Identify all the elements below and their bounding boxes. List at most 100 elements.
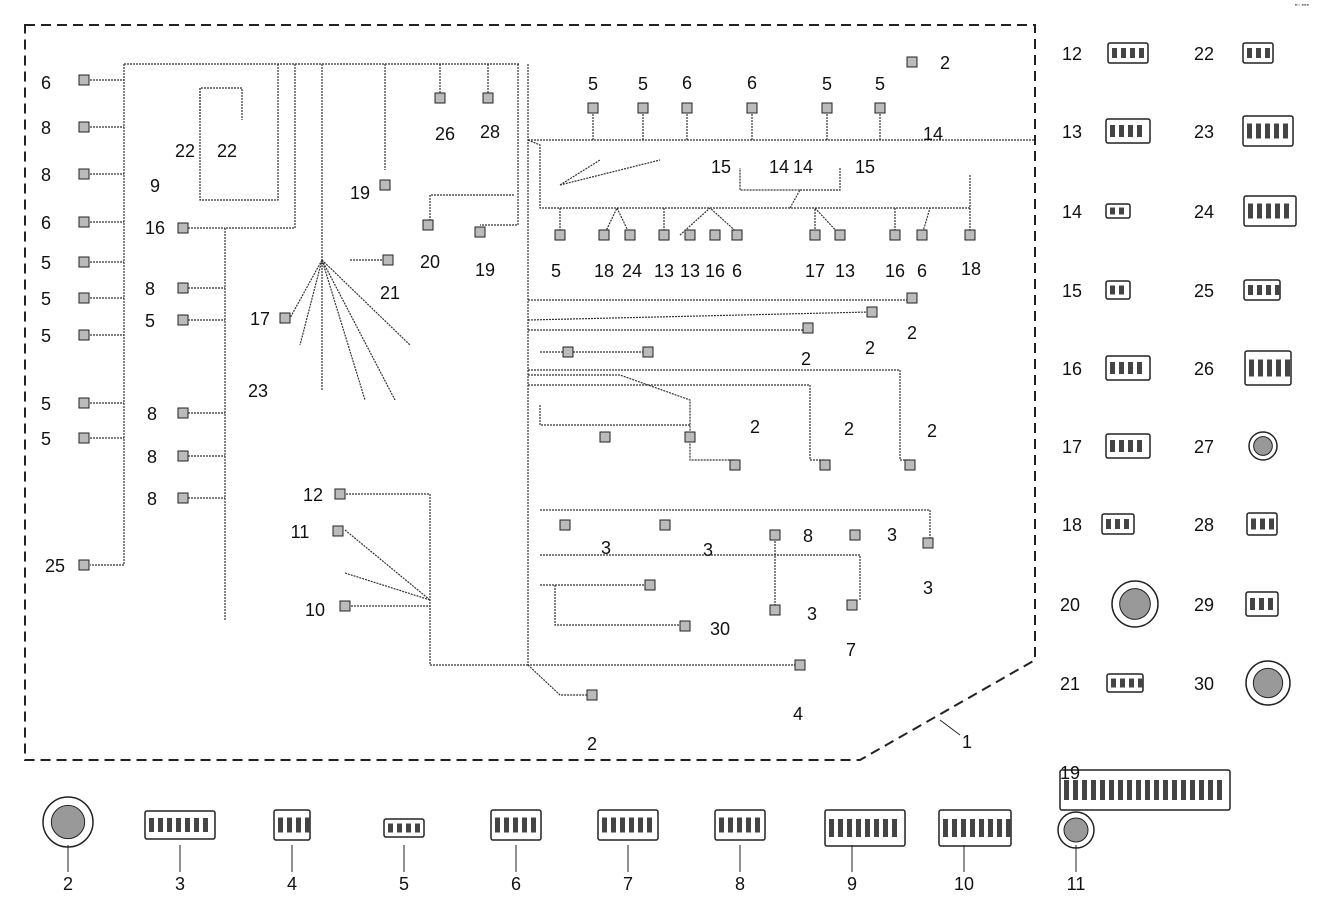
callout-parts-column-b: 25	[1194, 281, 1214, 301]
callout-main-top: 22	[217, 141, 237, 161]
connector-icon	[681, 102, 693, 114]
part-connector-icon	[1243, 195, 1297, 227]
callout-branch-row: 16	[705, 261, 725, 281]
callout-left-column: 5	[41, 429, 51, 449]
connector-icon	[334, 488, 346, 500]
part-connector-icon	[1246, 512, 1278, 536]
part-connector-icon	[1244, 350, 1292, 386]
wire	[289, 259, 323, 319]
callout-parts-bottom-row: 8	[735, 874, 745, 894]
callout-left-column: 8	[41, 118, 51, 138]
callout-main-top: 5	[145, 311, 155, 331]
callout-middle: 2	[750, 417, 760, 437]
wire	[540, 554, 861, 600]
connector-icon	[922, 537, 934, 549]
part-connector-icon	[1248, 431, 1278, 461]
callout-lower: 3	[601, 538, 611, 558]
connector-icon	[637, 102, 649, 114]
connector-icon	[964, 229, 976, 241]
callout-parts-bottom-row: 11	[1067, 874, 1086, 894]
connector-icon	[78, 256, 90, 268]
connector-icon	[866, 306, 878, 318]
connector-icon	[819, 459, 831, 471]
part-connector-icon	[1243, 279, 1281, 301]
wire	[527, 139, 1035, 209]
part-connector-icon	[824, 809, 906, 847]
callout-lower: 3	[807, 604, 817, 624]
callout-parts-column-a: 13	[1062, 122, 1082, 142]
part-connector-icon	[144, 810, 216, 840]
callout-branch-top: 6	[747, 73, 757, 93]
callout-left-column: 6	[41, 213, 51, 233]
part-connector-icon	[1059, 769, 1231, 811]
connector-icon	[769, 604, 781, 616]
part-connector-icon	[1101, 513, 1135, 535]
connectors	[78, 56, 976, 701]
part-connector-icon	[1105, 280, 1131, 300]
wire	[224, 64, 296, 620]
callout-parts-column-b: 28	[1194, 515, 1214, 535]
part-connector-icon	[1242, 42, 1274, 64]
callout-parts-column-b: 22	[1194, 44, 1214, 64]
callout-left-column: 5	[41, 394, 51, 414]
callout-branch-row: 18	[594, 261, 614, 281]
part-connector-icon	[597, 809, 659, 841]
connector-icon	[642, 346, 654, 358]
wire	[90, 64, 125, 566]
part-connector-icon	[1242, 115, 1294, 147]
callout-lower: 11	[291, 522, 310, 542]
connector-icon	[382, 254, 394, 266]
callout-lower: 3	[887, 525, 897, 545]
callout-parts-column-a: 12	[1062, 44, 1082, 64]
connector-icon	[78, 397, 90, 409]
connector-icon	[78, 168, 90, 180]
part-connector-icon	[1245, 660, 1291, 706]
wire	[527, 311, 871, 321]
callout-parts-bottom-row: 9	[847, 874, 857, 894]
leader-line	[939, 719, 961, 736]
wire	[527, 64, 800, 666]
callout-branch-top: 5	[638, 74, 648, 94]
callout-lower: 7	[846, 640, 856, 660]
callout-parts-column-a: 19	[1060, 763, 1080, 783]
callout-branch-top: 14	[793, 157, 813, 177]
wire	[344, 529, 431, 601]
part-connector-icon	[1245, 591, 1279, 617]
callout-middle: 2	[801, 349, 811, 369]
callout-parts-column-a: 21	[1060, 674, 1080, 694]
connector-icon	[874, 102, 886, 114]
callout-branch-row: 16	[885, 261, 905, 281]
wire	[528, 384, 825, 461]
callout-lower: 4	[793, 704, 803, 724]
part-connector-icon	[273, 809, 311, 841]
callout-main-top: 21	[380, 283, 400, 303]
connector-icon	[904, 459, 916, 471]
wire	[299, 259, 323, 346]
connector-icon	[729, 459, 741, 471]
callout-left-column: 5	[41, 253, 51, 273]
callout-parts-column-a: 17	[1062, 437, 1082, 457]
callout-main-top: 19	[475, 260, 495, 280]
connector-icon	[834, 229, 846, 241]
connector-icon	[821, 102, 833, 114]
callout-lower: 30	[710, 619, 730, 639]
callout-parts-bottom-row: 2	[63, 874, 73, 894]
callout-branch-top: 6	[682, 73, 692, 93]
callout-branch-top: 5	[822, 74, 832, 94]
callout-branch-row: 6	[917, 261, 927, 281]
wire	[321, 259, 366, 401]
callout-left-column: 6	[41, 73, 51, 93]
part-connector-icon	[1105, 118, 1151, 144]
callout-lower: 8	[803, 526, 813, 546]
connector-icon	[78, 216, 90, 228]
wire	[480, 64, 519, 226]
callout-branch-row: 13	[835, 261, 855, 281]
connector-icon	[554, 229, 566, 241]
wire	[603, 206, 631, 236]
connector-icon	[78, 432, 90, 444]
callout-branch-top: 5	[588, 74, 598, 94]
corner-mark: ▪▫ ▪▪▪	[1294, 2, 1309, 9]
connector-icon	[802, 322, 814, 334]
connector-icon	[559, 519, 571, 531]
connector-icon	[889, 229, 901, 241]
